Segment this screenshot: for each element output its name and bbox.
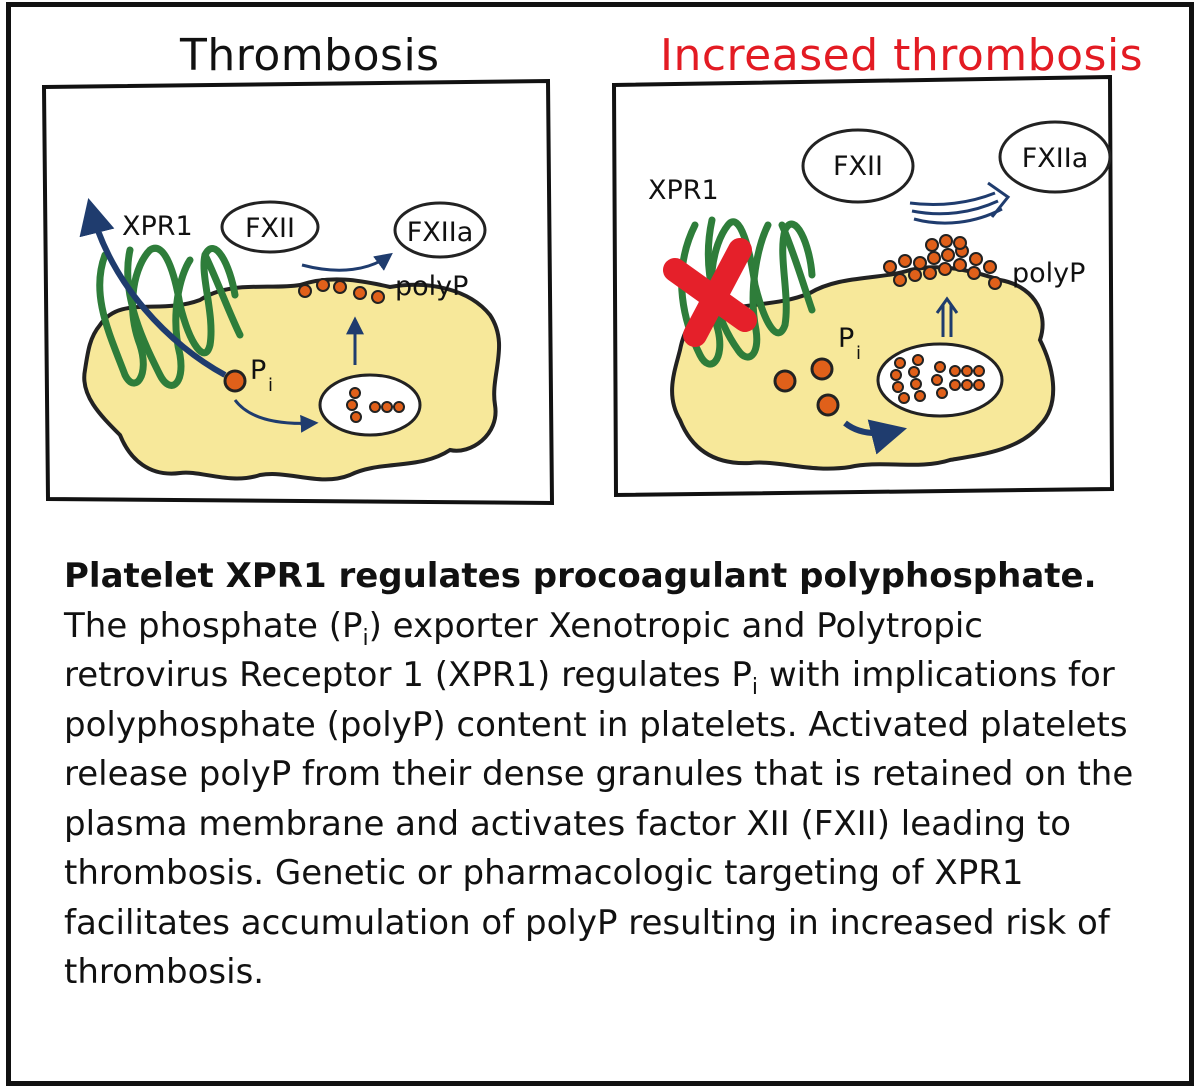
pi-to-granule-arrow bbox=[843, 419, 907, 455]
caption-heading: Platelet XPR1 regulates procoagulant pol… bbox=[64, 556, 1097, 596]
granule-polyp bbox=[890, 354, 985, 404]
pi-molecules bbox=[773, 357, 840, 417]
panel-title-thrombosis: Thrombosis bbox=[180, 30, 440, 81]
xpr1-block-cross bbox=[663, 238, 757, 347]
export-arrow bbox=[79, 198, 227, 378]
activation-arrow bbox=[909, 181, 1011, 225]
activation-arrow bbox=[301, 252, 393, 272]
pi-label: P bbox=[838, 323, 854, 354]
caption-text-c: with implications for polyphosphate (pol… bbox=[64, 655, 1134, 992]
polyp-label: polyP bbox=[395, 271, 468, 302]
pi-label-sub: i bbox=[268, 375, 273, 396]
caption-text-a: The phosphate (P bbox=[64, 605, 363, 646]
caption-sub-i-2: i bbox=[751, 674, 759, 700]
caption-text-b: ) exporter Xenotropic and Polytropic ret… bbox=[64, 605, 983, 696]
fxiia-label: FXIIa bbox=[1022, 143, 1089, 174]
granule-polyp bbox=[346, 387, 405, 423]
caption-sub-i: i bbox=[362, 625, 369, 651]
fxiia-oval bbox=[393, 201, 487, 259]
pi-molecule bbox=[223, 369, 247, 393]
granule-release-arrow bbox=[935, 296, 959, 337]
fxii-oval bbox=[220, 200, 320, 254]
fxiia-oval bbox=[998, 120, 1112, 194]
polyp-label: polyP bbox=[1012, 258, 1085, 289]
xpr1-label: XPR1 bbox=[122, 211, 193, 242]
xpr1-protein bbox=[96, 244, 244, 389]
membrane-polyp bbox=[298, 278, 385, 304]
figure-frame bbox=[6, 2, 1194, 1086]
panel-title-increased-thrombosis: Increased thrombosis bbox=[660, 30, 1144, 81]
figure-caption: Platelet XPR1 regulates procoagulant pol… bbox=[64, 552, 1154, 998]
fxii-oval bbox=[801, 128, 915, 204]
pi-to-granule-arrow bbox=[233, 399, 319, 433]
fxii-label: FXII bbox=[245, 213, 295, 244]
diagram-panel-normal: P i polyP FXII FXIIa XPR1 bbox=[41, 78, 555, 506]
fxii-label: FXII bbox=[833, 151, 883, 182]
xpr1-label: XPR1 bbox=[648, 175, 719, 206]
membrane-polyp bbox=[883, 234, 1002, 290]
pi-label: P bbox=[250, 355, 266, 386]
pi-label-sub: i bbox=[856, 343, 861, 364]
fxiia-label: FXIIa bbox=[407, 217, 474, 248]
diagram-panel-xpr1-blocked: P i polyP FXII FXIIa XPR1 bbox=[611, 75, 1115, 498]
